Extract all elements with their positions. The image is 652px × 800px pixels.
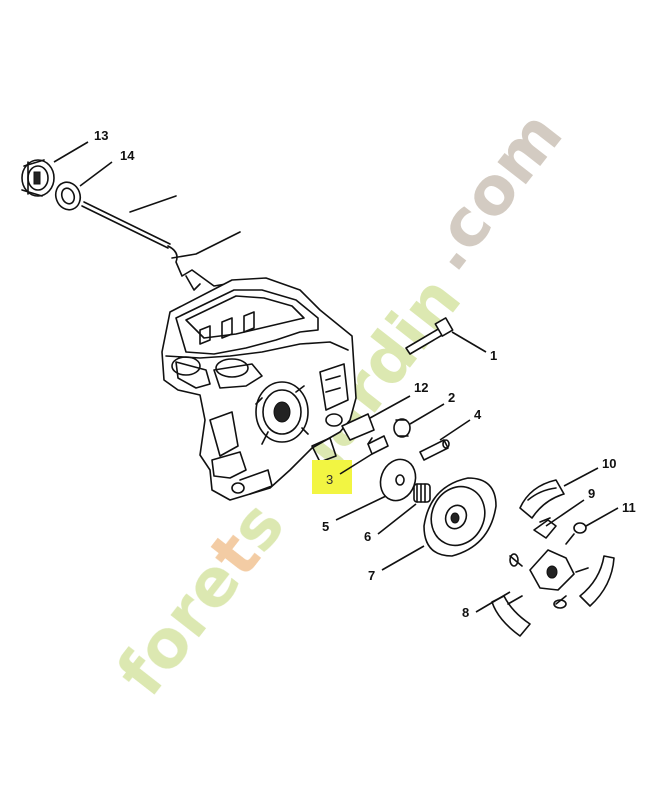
callout-13: 13 bbox=[94, 128, 108, 143]
callout-14: 14 bbox=[120, 148, 135, 163]
callout-8: 8 bbox=[462, 605, 469, 620]
callout-11: 11 bbox=[622, 500, 636, 515]
callout-7: 7 bbox=[368, 568, 375, 583]
oil-line bbox=[81, 195, 241, 291]
leader-6 bbox=[377, 503, 417, 535]
leader-14 bbox=[79, 161, 113, 187]
leader-8 bbox=[475, 591, 511, 613]
part-12-bracket bbox=[341, 413, 375, 441]
leader-7 bbox=[381, 545, 425, 571]
leader-1 bbox=[451, 331, 487, 353]
callout-9: 9 bbox=[588, 486, 595, 501]
callout-4: 4 bbox=[474, 407, 482, 422]
callout-1: 1 bbox=[490, 348, 497, 363]
part-1-bolt bbox=[405, 317, 454, 355]
part-6-needle-bearing bbox=[413, 483, 431, 503]
watermark-text-forets: forets bbox=[102, 487, 299, 710]
leader-13 bbox=[53, 141, 89, 163]
leader-11 bbox=[585, 507, 619, 527]
part-4-pin bbox=[419, 439, 450, 461]
part-8-clutch-assembly bbox=[491, 533, 615, 637]
crankcase-housing bbox=[161, 277, 357, 501]
highlight-box bbox=[312, 460, 352, 494]
leader-10 bbox=[563, 467, 599, 487]
callout-12: 12 bbox=[414, 380, 428, 395]
callout-5: 5 bbox=[322, 519, 329, 534]
callout-10: 10 bbox=[602, 456, 616, 471]
part-13-pump-gear bbox=[21, 159, 55, 197]
callouts: 13 14 1 12 2 4 3 5 6 7 8 9 10 11 bbox=[53, 128, 636, 620]
part-10-clutch-shoe bbox=[519, 479, 565, 519]
part-11-spring-clip bbox=[573, 522, 587, 534]
leader-12 bbox=[369, 395, 411, 419]
part-2-sleeve bbox=[393, 418, 411, 438]
part-14-washer bbox=[54, 181, 82, 211]
part-9-spider-arm bbox=[533, 517, 557, 539]
watermark-text-com: .com bbox=[407, 97, 577, 285]
part-7-clutch-drum bbox=[423, 477, 497, 557]
callout-2: 2 bbox=[448, 390, 455, 405]
leader-4 bbox=[439, 419, 471, 441]
leader-9 bbox=[545, 499, 585, 527]
callout-6: 6 bbox=[364, 529, 371, 544]
highlight-part-3 bbox=[312, 460, 352, 494]
leader-5 bbox=[335, 495, 387, 521]
part-3-stud bbox=[367, 435, 389, 455]
part-5-washer-plate bbox=[379, 458, 417, 502]
callout-3: 3 bbox=[326, 472, 333, 487]
leader-2 bbox=[409, 403, 445, 425]
leader-3 bbox=[339, 453, 373, 475]
